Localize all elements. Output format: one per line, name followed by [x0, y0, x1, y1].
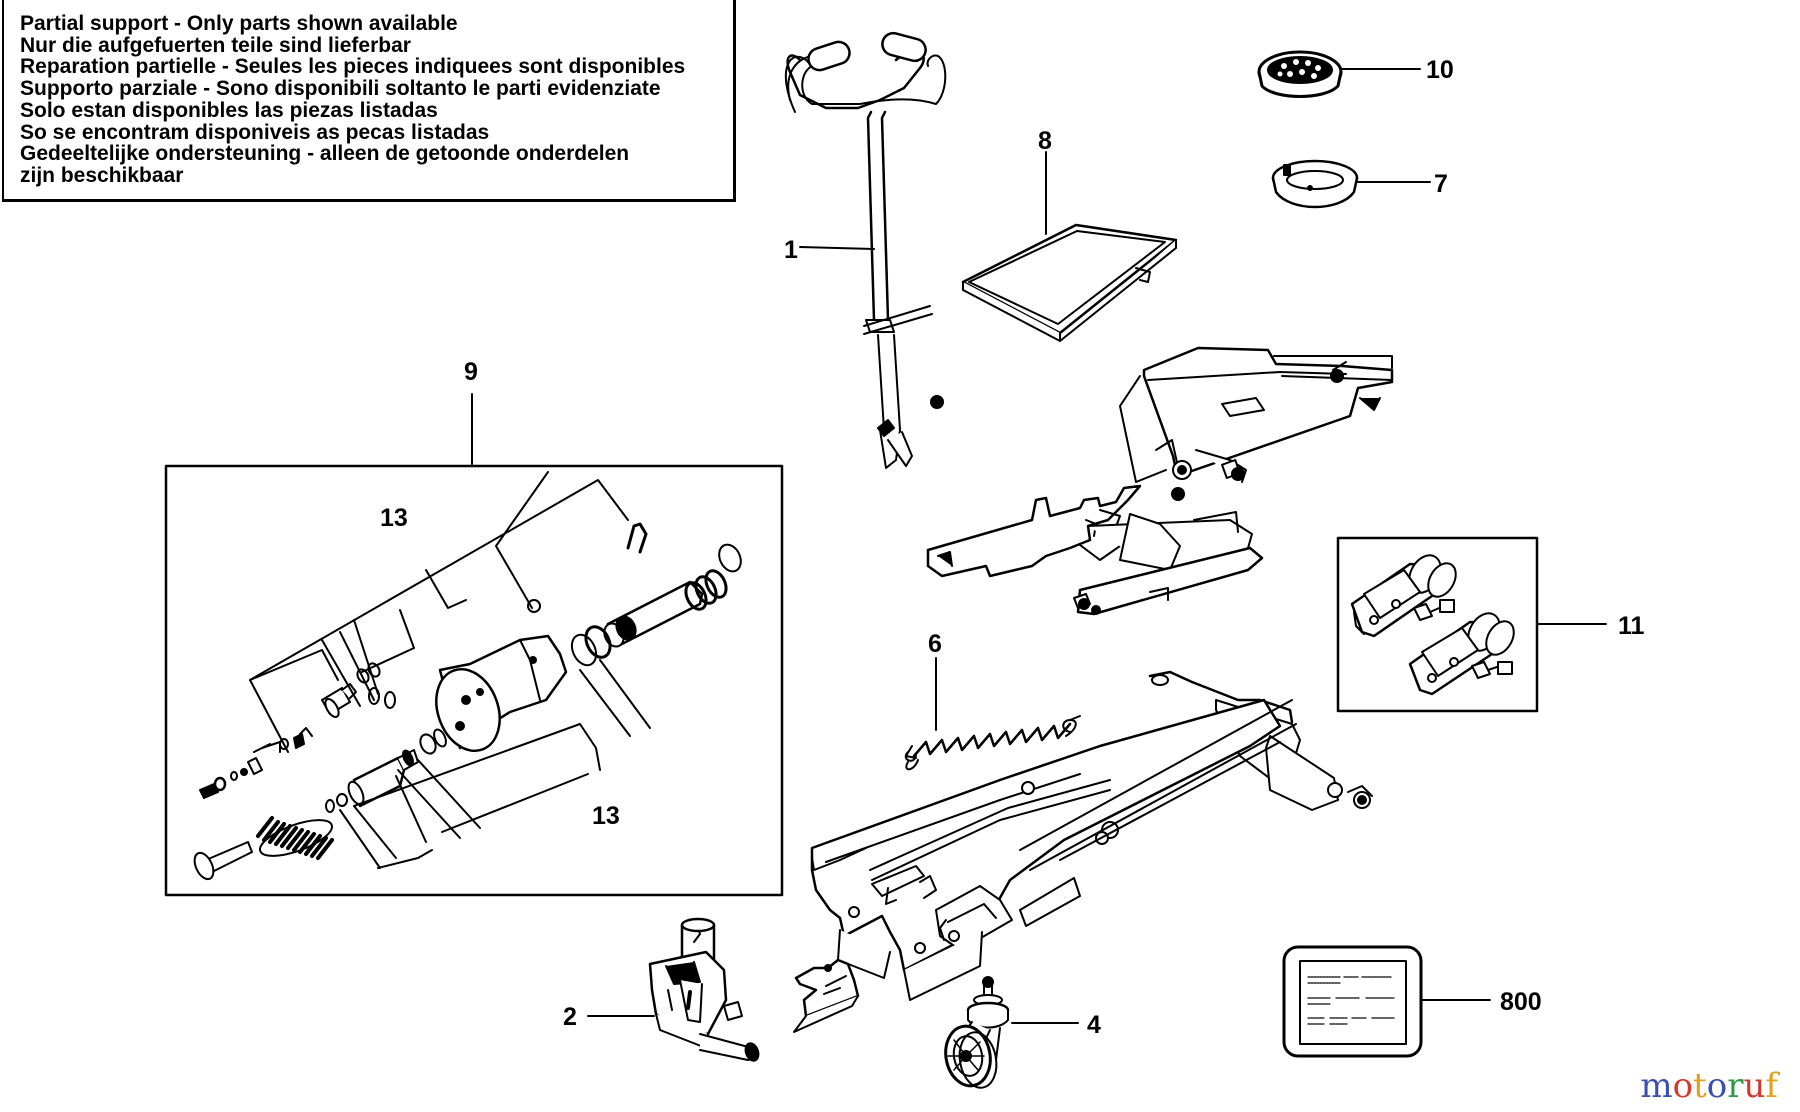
notice-line: Partial support - Only parts shown avail… [20, 12, 458, 35]
callout-2: 2 [563, 1003, 577, 1031]
notice-line: So se encontram disponiveis as pecas lis… [20, 120, 490, 144]
callout-4: 4 [1087, 1011, 1101, 1039]
part-4-caster-wheel[interactable] [941, 976, 1010, 1091]
callout-13-upper: 13 [380, 504, 408, 532]
notice-line: Supporto parziale - Sono disponibili sol… [20, 77, 661, 101]
part-9-pump-assembly[interactable] [164, 464, 784, 897]
leader-13-upper [249, 479, 629, 681]
notice-line: Solo estan disponibles las piezas listad… [20, 98, 438, 122]
notice-line: Gedeeltelijke ondersteuning - alleen de … [20, 142, 630, 166]
watermark-letter: o [1672, 1066, 1694, 1106]
callout-7: 7 [1434, 170, 1448, 198]
notice-line: Reparation partielle - Seules les pieces… [20, 55, 686, 79]
callout-8: 8 [1038, 127, 1052, 155]
part-1-handle[interactable] [784, 31, 947, 469]
watermark-letter: m [1640, 1066, 1673, 1106]
notice-line: zijn beschikbaar [20, 163, 184, 187]
callout-1: 1 [784, 236, 798, 264]
watermark-letter: t [1693, 1066, 1707, 1106]
callout-13-lower: 13 [592, 802, 620, 830]
part-8-tray[interactable] [961, 223, 1178, 342]
callout-10: 10 [1426, 56, 1454, 84]
linkage [926, 484, 1264, 616]
callout-9: 9 [464, 358, 478, 386]
part-800-label[interactable] [1282, 945, 1423, 1058]
watermark-letter: f [1765, 1066, 1778, 1106]
availability-notice: Partial support - Only parts shown avail… [2, 0, 736, 202]
callout-6: 6 [928, 630, 942, 658]
watermark-letter: u [1743, 1066, 1766, 1106]
callout-800: 800 [1500, 988, 1542, 1016]
part-7-cap[interactable] [1271, 159, 1359, 209]
jack-frame [810, 670, 1373, 1001]
notice-line: Nur die aufgefuerten teile sind lieferba… [20, 33, 411, 57]
part-2-valve-block[interactable] [648, 917, 761, 1063]
lifting-arm [1119, 346, 1394, 501]
watermark-letter: r [1727, 1066, 1744, 1106]
bracket-plate [793, 958, 860, 1033]
part-11-rollers[interactable] [1336, 536, 1539, 713]
watermark-logo: motoruf [1640, 1066, 1778, 1106]
leader-13-lower [353, 723, 601, 807]
part-6-spring[interactable] [904, 715, 1081, 771]
leader-1 [799, 246, 875, 250]
callout-11: 11 [1618, 612, 1645, 640]
watermark-letter: o [1706, 1066, 1728, 1106]
part-10-cap[interactable] [1257, 50, 1343, 98]
